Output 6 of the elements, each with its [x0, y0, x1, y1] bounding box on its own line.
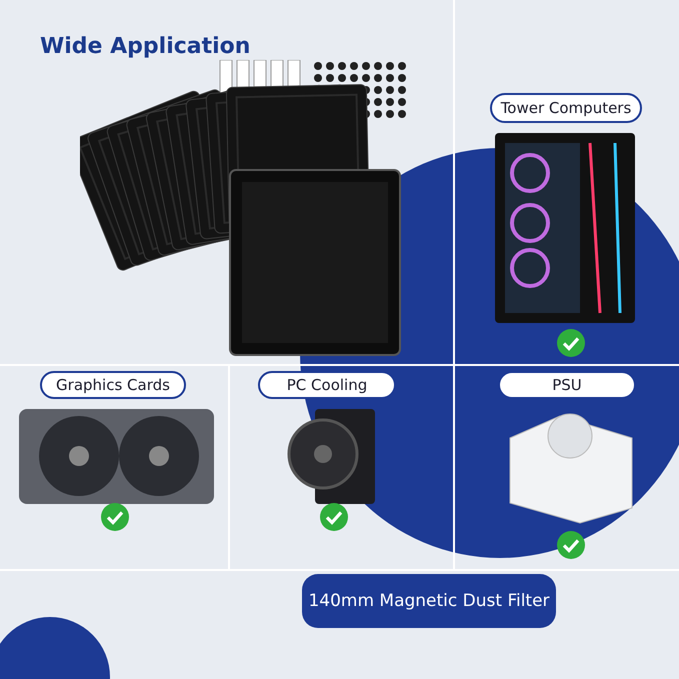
category-tag: Tower Computers: [490, 93, 642, 123]
category-tag: PC Cooling: [258, 371, 396, 399]
title: Wide Application: [40, 34, 250, 59]
category-tag: PSU: [498, 371, 636, 399]
category-tag: Graphics Cards: [40, 371, 186, 399]
product-name-banner: 140mm Magnetic Dust Filter: [302, 574, 556, 628]
